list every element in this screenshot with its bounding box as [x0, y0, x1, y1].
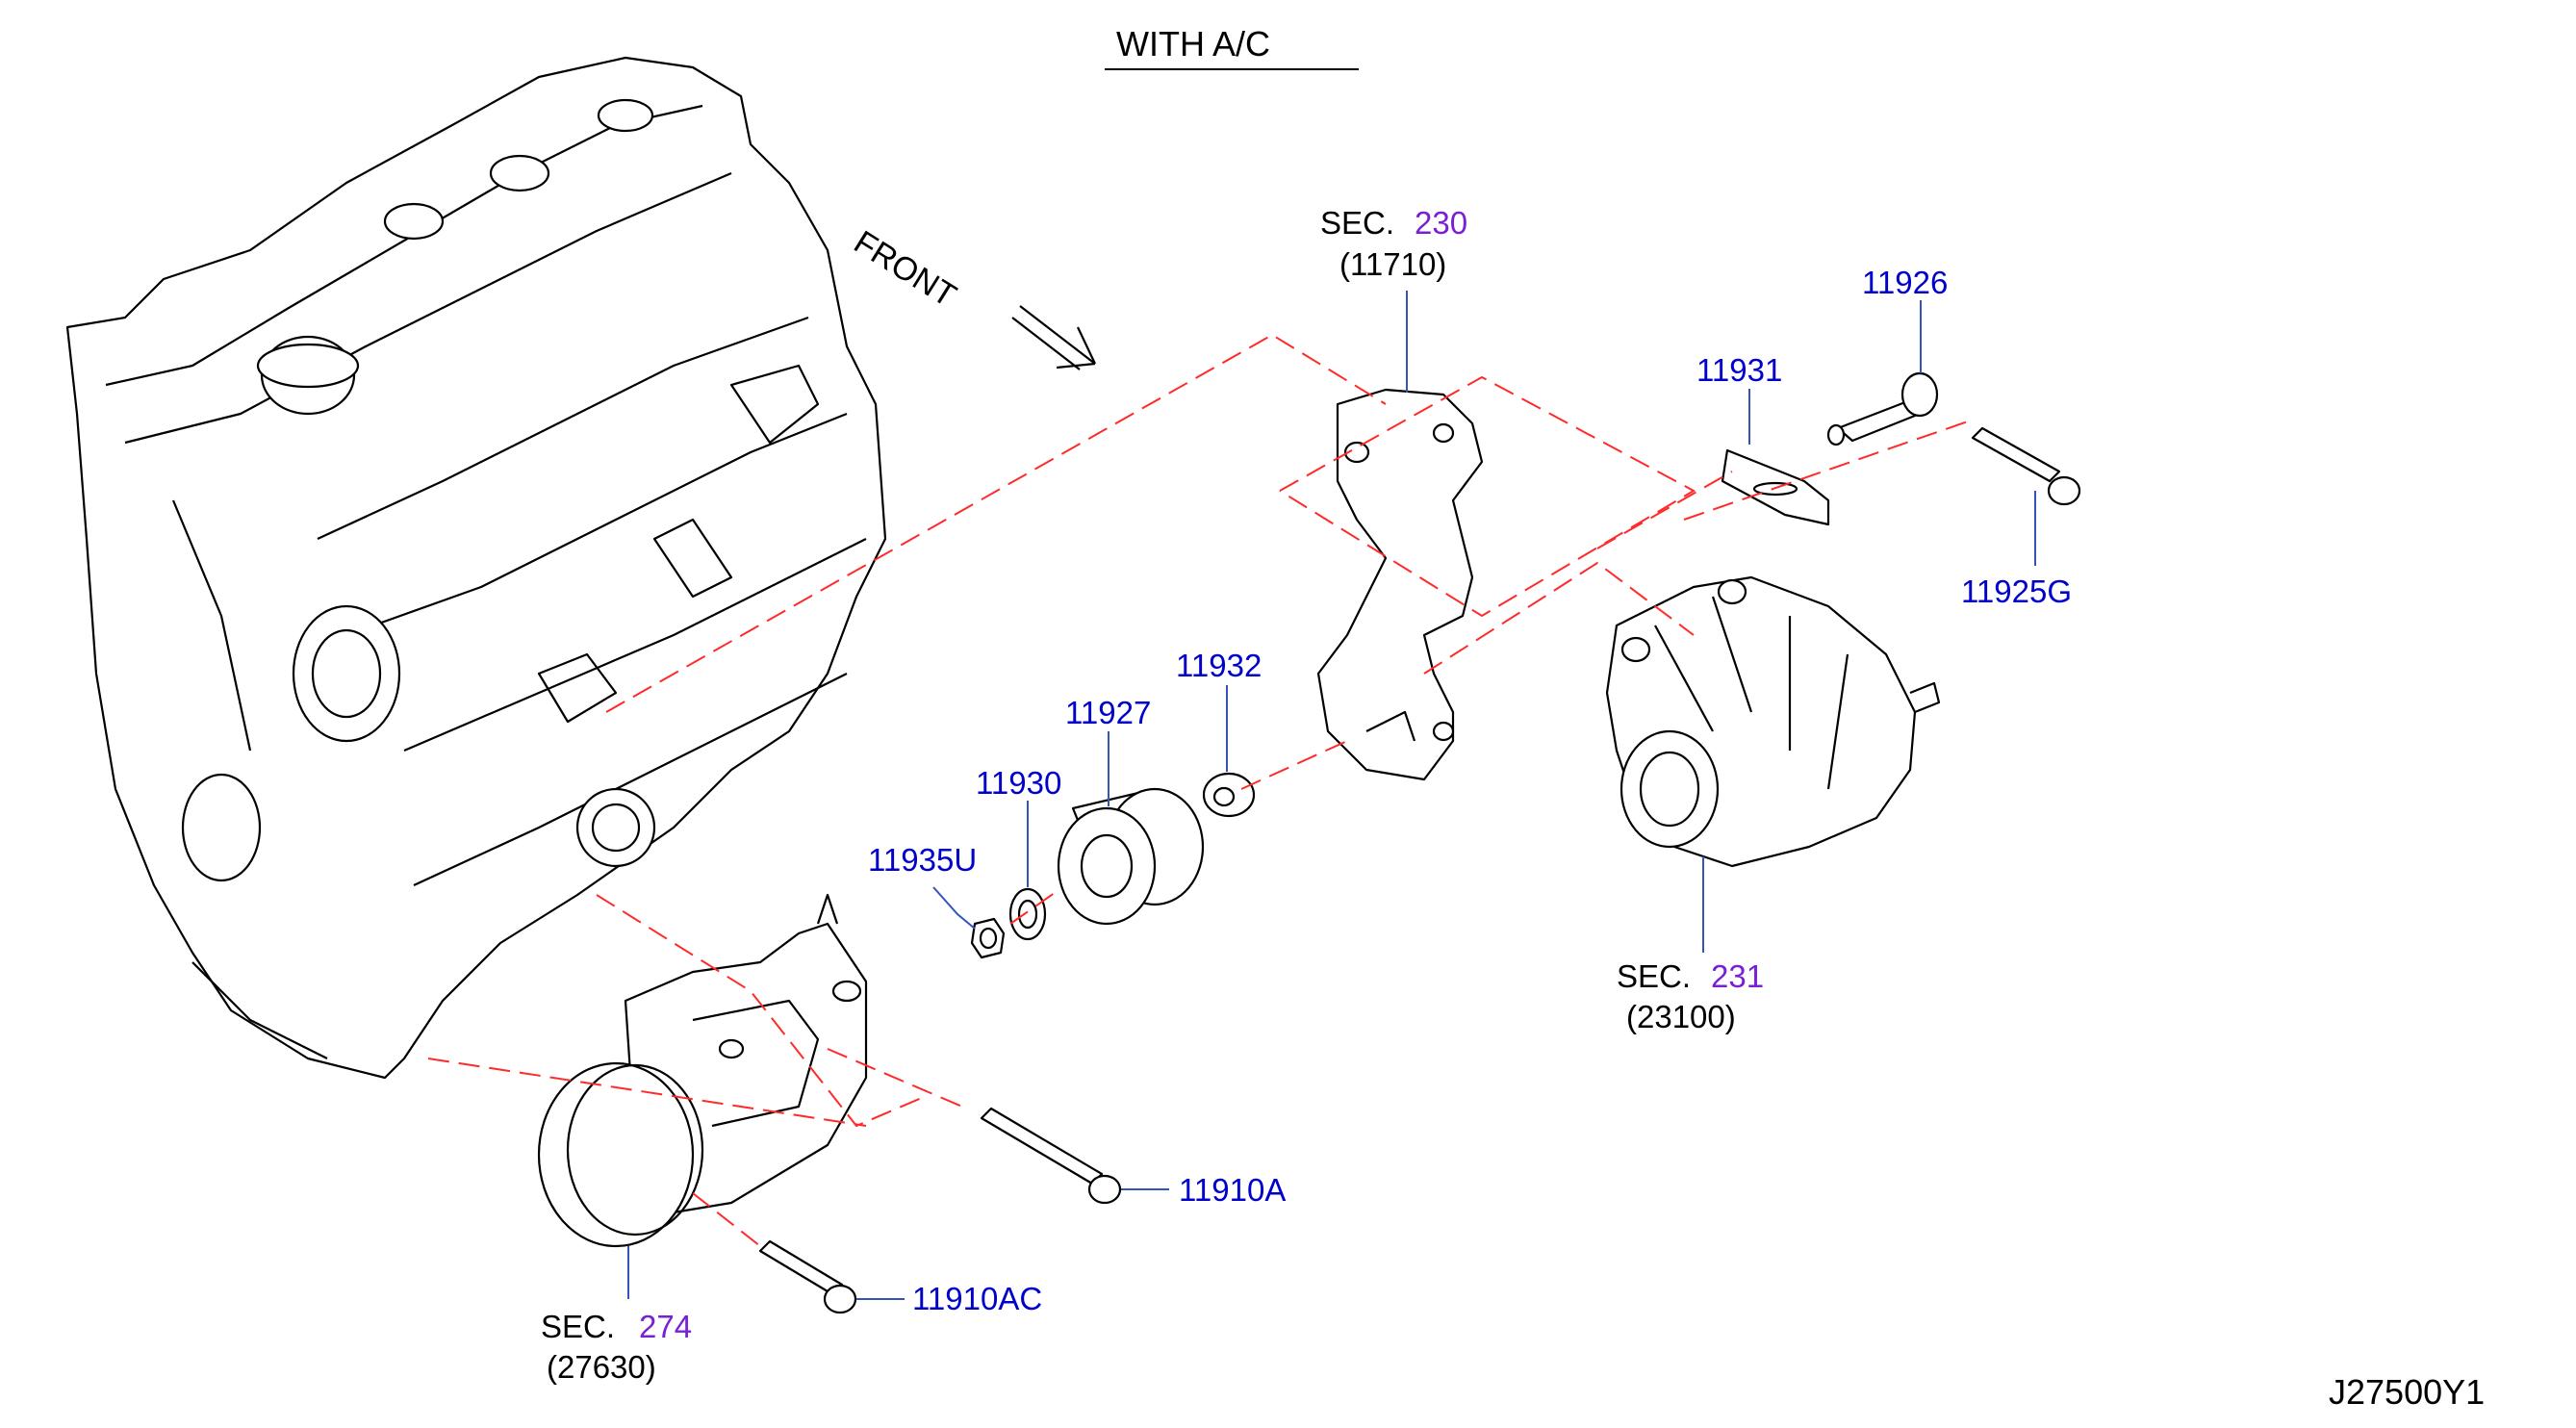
bolt-11926-illustration [1826, 371, 1939, 446]
front-arrow-icon [1011, 305, 1096, 370]
spacer-11932-illustration [1202, 772, 1256, 818]
bolt-11910ac-illustration [758, 1239, 857, 1314]
part-label-11910ac[interactable]: 11910AC [912, 1281, 1042, 1316]
part-label-11925g[interactable]: 11925G [1961, 574, 2072, 609]
washer-11930-illustration [1008, 887, 1047, 941]
part-label-11935u[interactable]: 11935U [868, 842, 977, 878]
part-label-11930[interactable]: 11930 [976, 765, 1061, 801]
bolt-11925g-illustration [1971, 426, 2081, 506]
assembly-guide-lines [427, 333, 1969, 1247]
diagram-code: J27500Y1 [2329, 1372, 2485, 1412]
section-prefix: SEC. [1320, 205, 1394, 241]
engine-block-illustration [65, 56, 887, 1080]
bolt-11910a-illustration [980, 1107, 1122, 1205]
alternator-illustration [1605, 575, 1941, 868]
section-label-231: SEC. 231 (23100) [1617, 958, 1764, 1034]
ac-compressor-illustration [537, 893, 868, 1248]
part-label-11931[interactable]: 11931 [1696, 352, 1782, 388]
section-number: 274 [639, 1309, 692, 1344]
section-number: 230 [1415, 205, 1467, 241]
section-number: 231 [1711, 958, 1764, 994]
leader-lines [627, 291, 2036, 1300]
nut-11935u-illustration [970, 917, 1006, 959]
front-label: FRONT [848, 224, 962, 315]
part-label-11910a[interactable]: 11910A [1179, 1172, 1286, 1208]
idler-pulley-illustration [1057, 787, 1205, 926]
bracket-illustration [1316, 388, 1484, 781]
section-code: (23100) [1626, 999, 1736, 1034]
section-prefix: SEC. [541, 1309, 615, 1344]
diagram-heading: WITH A/C [1116, 24, 1270, 64]
part-label-11932[interactable]: 11932 [1176, 648, 1262, 683]
section-code: (11710) [1339, 246, 1446, 282]
part-label-11926[interactable]: 11926 [1862, 265, 1948, 300]
section-code: (27630) [547, 1349, 656, 1385]
section-label-274: SEC. 274 (27630) [541, 1309, 692, 1385]
part-label-11927[interactable]: 11927 [1065, 695, 1151, 730]
section-label-230: SEC. 230 (11710) [1320, 205, 1467, 282]
section-prefix: SEC. [1617, 958, 1691, 994]
